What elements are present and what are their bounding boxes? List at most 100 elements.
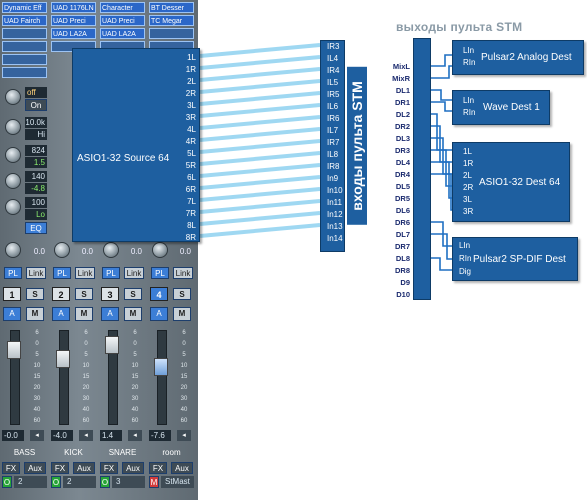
- dest-pin[interactable]: 2L: [463, 171, 472, 180]
- output-select[interactable]: 2: [14, 476, 47, 488]
- link-button[interactable]: Link: [124, 267, 144, 279]
- insert-slot[interactable]: UAD Preci: [100, 15, 145, 26]
- send-knob[interactable]: [5, 242, 21, 258]
- stm-input-pin[interactable]: IL6: [327, 102, 339, 111]
- insert-slot-empty[interactable]: [2, 28, 47, 39]
- stm-output-pin[interactable]: DL4: [395, 158, 410, 167]
- solo-button[interactable]: S: [26, 288, 44, 300]
- insert-slot-empty[interactable]: [2, 41, 47, 52]
- stm-input-pin[interactable]: IR8: [327, 162, 340, 171]
- aux-button[interactable]: Aux: [73, 462, 95, 474]
- stm-input-pin[interactable]: In13: [327, 222, 343, 231]
- eq-gain-knob[interactable]: [5, 173, 21, 189]
- dest-pin[interactable]: 3R: [463, 207, 474, 216]
- stm-output-pin[interactable]: DR6: [394, 218, 410, 227]
- source-pin[interactable]: 2R: [185, 89, 196, 98]
- stm-output-pin[interactable]: DR3: [394, 146, 410, 155]
- eq-button[interactable]: EQ: [25, 222, 47, 234]
- stm-output-pin[interactable]: D9: [400, 278, 410, 287]
- fx-button[interactable]: FX: [51, 462, 69, 474]
- source-pin[interactable]: 6R: [185, 185, 196, 194]
- auto-button[interactable]: A: [101, 307, 119, 321]
- stm-input-pin[interactable]: IR5: [327, 90, 340, 99]
- dest-pin[interactable]: Dig: [459, 267, 472, 276]
- stm-output-pin[interactable]: DL2: [395, 110, 410, 119]
- insert-slot[interactable]: UAD Preci: [51, 15, 96, 26]
- mute-button[interactable]: M: [26, 307, 44, 321]
- stm-output-pin[interactable]: DL5: [395, 182, 410, 191]
- fx-button[interactable]: FX: [149, 462, 167, 474]
- stm-input-pin[interactable]: In12: [327, 210, 343, 219]
- dest-pin[interactable]: RIn: [459, 254, 472, 263]
- send-knob[interactable]: [54, 242, 70, 258]
- insert-slot[interactable]: Character: [100, 2, 145, 13]
- source-pin[interactable]: 8L: [187, 221, 196, 230]
- input-knob[interactable]: [5, 89, 21, 105]
- dest-pin[interactable]: LIn: [463, 46, 475, 55]
- stm-output-pin[interactable]: DL8: [395, 254, 410, 263]
- stm-output-pin[interactable]: MixR: [392, 74, 410, 83]
- source-pin[interactable]: 5R: [185, 161, 196, 170]
- stm-output-pin[interactable]: DL1: [395, 86, 410, 95]
- dest-pin[interactable]: 3L: [463, 195, 472, 204]
- stm-input-pin[interactable]: IR7: [327, 138, 340, 147]
- auto-button[interactable]: A: [52, 307, 70, 321]
- insert-slot-empty[interactable]: [2, 54, 47, 65]
- source-module[interactable]: ASIO1-32 Source 64 1L 1R 2L 2R 3L 3R 4L …: [72, 48, 200, 242]
- dest-module-asio[interactable]: ASIO1-32 Dest 64 1L 1R 2L 2R 3L 3R: [452, 142, 570, 222]
- dest-module-pulsar2-analog[interactable]: Pulsar2 Analog Dest LIn RIn: [452, 40, 584, 75]
- mute-button[interactable]: M: [124, 307, 142, 321]
- stm-output-module[interactable]: [413, 38, 431, 300]
- source-pin[interactable]: 7R: [185, 209, 196, 218]
- pl-button[interactable]: PL: [102, 267, 120, 279]
- insert-slot[interactable]: UAD 1176LN: [51, 2, 96, 13]
- mute-button[interactable]: M: [75, 307, 93, 321]
- source-pin[interactable]: 3L: [187, 101, 196, 110]
- fader-cap[interactable]: [7, 341, 21, 359]
- dest-pin[interactable]: RIn: [463, 108, 476, 117]
- stm-output-pin[interactable]: DL6: [395, 206, 410, 215]
- insert-slot-empty[interactable]: [149, 28, 194, 39]
- link-button[interactable]: Link: [26, 267, 46, 279]
- insert-slot-empty[interactable]: [2, 67, 47, 78]
- source-pin[interactable]: 6L: [187, 173, 196, 182]
- stm-output-pin[interactable]: DR1: [394, 98, 410, 107]
- mute-button[interactable]: M: [173, 307, 191, 321]
- stm-output-pin[interactable]: DR2: [394, 122, 410, 131]
- stm-output-pin[interactable]: DR4: [394, 170, 410, 179]
- source-pin[interactable]: 2L: [187, 77, 196, 86]
- insert-slot[interactable]: UAD Fairch: [2, 15, 47, 26]
- stm-input-pin[interactable]: IR4: [327, 66, 340, 75]
- output-select[interactable]: 2: [63, 476, 96, 488]
- output-select[interactable]: StMast: [161, 476, 194, 488]
- insert-slot[interactable]: Dynamic Eff: [2, 2, 47, 13]
- stm-input-pin[interactable]: In9: [327, 174, 339, 183]
- source-pin[interactable]: 3R: [185, 113, 196, 122]
- dest-pin[interactable]: 2R: [463, 183, 474, 192]
- source-pin[interactable]: 8R: [185, 233, 196, 242]
- send-knob[interactable]: [152, 242, 168, 258]
- fx-button[interactable]: FX: [2, 462, 20, 474]
- channel-arrow-icon[interactable]: ◂: [128, 430, 142, 441]
- stm-input-pin[interactable]: IL4: [327, 54, 339, 63]
- channel-arrow-icon[interactable]: ◂: [30, 430, 44, 441]
- source-pin[interactable]: 4L: [187, 125, 196, 134]
- source-pin[interactable]: 5L: [187, 149, 196, 158]
- dest-pin[interactable]: LIn: [459, 241, 471, 250]
- source-pin[interactable]: 4R: [185, 137, 196, 146]
- insert-slot[interactable]: TC Megar: [149, 15, 194, 26]
- stm-input-pin[interactable]: In11: [327, 198, 342, 207]
- stm-output-pin[interactable]: DL3: [395, 134, 410, 143]
- stm-input-pin[interactable]: IR6: [327, 114, 340, 123]
- stm-output-pin[interactable]: DL7: [395, 230, 410, 239]
- eq-mid-freq-knob[interactable]: [5, 147, 21, 163]
- auto-button[interactable]: A: [3, 307, 21, 321]
- dest-pin[interactable]: RIn: [463, 58, 476, 67]
- fader-track[interactable]: [108, 330, 118, 425]
- output-select[interactable]: 3: [112, 476, 145, 488]
- fx-button[interactable]: FX: [100, 462, 118, 474]
- channel-arrow-icon[interactable]: ◂: [79, 430, 93, 441]
- link-button[interactable]: Link: [75, 267, 95, 279]
- fader-cap[interactable]: [56, 350, 70, 368]
- fader-cap[interactable]: [154, 358, 168, 376]
